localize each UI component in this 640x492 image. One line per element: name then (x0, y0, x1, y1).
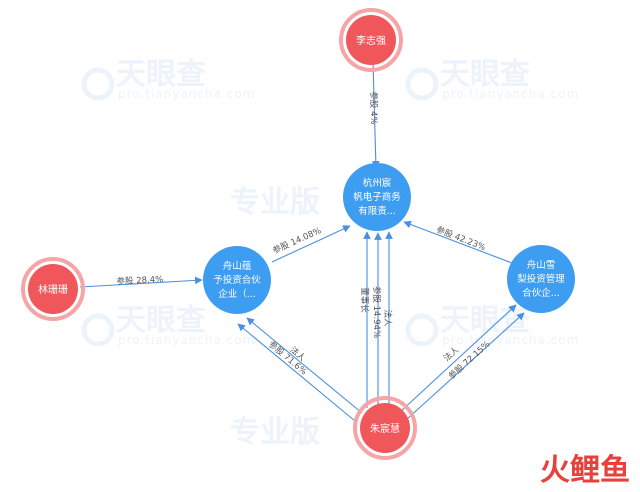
person-circle[interactable] (346, 15, 396, 65)
node-zsy[interactable]: 舟山蕴 予投资合伙 企业（... (203, 246, 271, 314)
person-circle[interactable] (28, 264, 78, 314)
person-name: 林珊珊 (38, 283, 68, 296)
node-li[interactable]: 李志强 (339, 8, 403, 72)
watermark-text: 天眼查 (116, 303, 206, 338)
edge-zhu-zsy-b[interactable] (237, 323, 356, 422)
tianyancha-logo-icon (405, 67, 439, 101)
company-name-line: 企业（... (218, 288, 256, 300)
company-name-line: 帆电子商务 (353, 191, 401, 203)
watermark-text: 天眼查 (440, 57, 530, 92)
edge-label: 参股 28.4% (116, 274, 163, 287)
edge-zhu-zsx-b[interactable] (405, 312, 525, 421)
company-circle[interactable] (203, 246, 271, 314)
watermark-sub: pro.tianyancha.com (442, 87, 579, 101)
company-name-line: 有限责... (358, 205, 396, 217)
watermark-badge: 专业版 (230, 415, 320, 450)
watermark-layer: 天眼查 pro.tianyancha.com 天眼查 pro.tianyanch… (81, 57, 579, 450)
person-ring (21, 257, 85, 321)
company-name-line: 舟山蕴 (223, 260, 252, 272)
edges (79, 61, 525, 422)
company-name-line: 杭州宸 (363, 177, 392, 189)
watermark-text: 天眼查 (116, 57, 206, 92)
company-name-line: 予投资合伙 (213, 274, 261, 286)
watermark-sub: pro.tianyancha.com (118, 87, 255, 101)
brand-logo-text: 火鲤鱼 (540, 453, 630, 488)
node-hz[interactable]: 杭州宸 帆电子商务 有限责... (343, 163, 411, 231)
edge-li-hz[interactable] (371, 61, 380, 169)
person-ring (339, 8, 403, 72)
node-zhu[interactable]: 朱宸慧 (353, 396, 417, 460)
edge-label: 法人 (382, 309, 393, 327)
tianyancha-logo-icon (405, 313, 439, 347)
person-ring (353, 396, 417, 460)
person-name: 朱宸慧 (370, 422, 400, 435)
person-circle[interactable] (360, 403, 410, 453)
edge-label: 董事长 (359, 287, 370, 313)
company-circle[interactable] (507, 245, 575, 313)
watermark-sub: pro.tianyancha.com (118, 333, 255, 347)
edge-label: 参股 42.23% (435, 224, 488, 253)
company-circle[interactable] (343, 163, 411, 231)
company-name-line: 合伙企... (522, 287, 560, 299)
watermark-2: 天眼查 pro.tianyancha.com (405, 57, 579, 101)
watermark-sub: pro.tianyancha.com (442, 333, 579, 347)
edge-zhu-zsy-a[interactable] (246, 317, 363, 414)
person-name: 李志强 (356, 34, 386, 47)
edge-label: 法人 (441, 344, 461, 364)
tianyancha-logo-icon (81, 67, 115, 101)
node-zsx[interactable]: 舟山雪 梨投资管理 合伙企... (507, 245, 575, 313)
edge-zsx-hz[interactable] (403, 220, 513, 264)
node-lin[interactable]: 林珊珊 (21, 257, 85, 321)
edge-label: 参股 4% (368, 91, 379, 124)
watermark-3: 天眼查 pro.tianyancha.com (81, 303, 255, 347)
edge-lin-zsy[interactable] (79, 276, 203, 288)
watermark-1: 天眼查 pro.tianyancha.com (81, 57, 255, 101)
company-name-line: 梨投资管理 (517, 273, 565, 285)
edge-zsy-hz[interactable] (271, 225, 351, 263)
edge-label: 参股 14.08% (271, 225, 323, 256)
tianyancha-logo-icon (81, 313, 115, 347)
watermark-badge: 专业版 (230, 185, 320, 220)
edge-zhu-zsx-a[interactable] (399, 304, 517, 413)
company-name-line: 舟山雪 (527, 259, 556, 271)
edge-label: 参股 14.94% (371, 286, 382, 338)
